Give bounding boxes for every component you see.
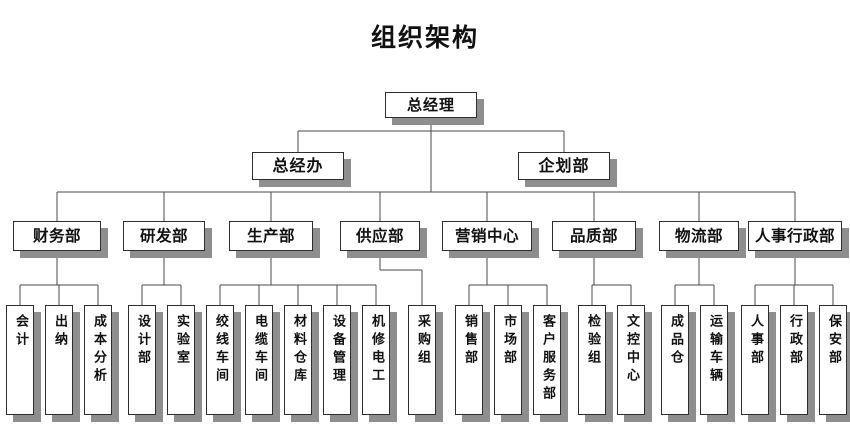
node-label: 绞线车间 — [213, 314, 229, 386]
box-face: 设备管理 — [323, 305, 351, 415]
node-label: 人事行政部 — [754, 225, 835, 245]
node-label: 机修电工 — [369, 314, 385, 386]
box-face: 绞线车间 — [206, 305, 234, 415]
node-label: 总经理 — [406, 95, 455, 114]
box-face: 物流部 — [659, 221, 739, 251]
node-unit-16[interactable]: 成品仓 — [661, 305, 696, 422]
box-face: 行政部 — [780, 305, 808, 415]
node-unit-4[interactable]: 实验室 — [167, 305, 202, 422]
node-unit-0[interactable]: 会计 — [6, 305, 41, 422]
node-department-6[interactable]: 物流部 — [659, 221, 746, 258]
node-label: 供应部 — [355, 225, 404, 245]
box-face: 供应部 — [340, 221, 420, 251]
node-label: 采购组 — [415, 314, 431, 368]
node-unit-11[interactable]: 销售部 — [455, 305, 490, 422]
node-department-4[interactable]: 营销中心 — [442, 221, 539, 258]
box-face: 生产部 — [229, 221, 313, 251]
box-face: 总经办 — [252, 152, 344, 180]
box-face: 市场部 — [494, 305, 522, 415]
node-department-3[interactable]: 供应部 — [340, 221, 427, 258]
box-face: 设计部 — [128, 305, 156, 415]
node-label: 行政部 — [787, 314, 803, 368]
box-face: 保安部 — [819, 305, 847, 415]
box-face: 成品仓 — [661, 305, 689, 415]
node-label: 人事部 — [748, 314, 764, 368]
node-unit-10[interactable]: 采购组 — [408, 305, 443, 422]
box-face: 人事部 — [741, 305, 769, 415]
box-face: 成本分析 — [84, 305, 112, 415]
box-face: 文控中心 — [617, 305, 645, 415]
box-face: 检验组 — [578, 305, 606, 415]
node-unit-2[interactable]: 成本分析 — [84, 305, 119, 422]
node-label: 运输车辆 — [707, 314, 723, 386]
node-unit-18[interactable]: 人事部 — [741, 305, 776, 422]
node-label: 研发部 — [139, 225, 188, 245]
box-face: 材料仓库 — [284, 305, 312, 415]
node-unit-13[interactable]: 客户服务部 — [533, 305, 568, 422]
node-label: 物流部 — [674, 225, 723, 245]
node-label: 材料仓库 — [291, 314, 307, 386]
box-face: 实验室 — [167, 305, 195, 415]
page-title: 组织架构 — [370, 23, 479, 52]
box-face: 研发部 — [123, 221, 205, 251]
node-unit-5[interactable]: 绞线车间 — [206, 305, 241, 422]
node-label: 文控中心 — [624, 314, 640, 386]
node-department-1[interactable]: 研发部 — [123, 221, 212, 258]
node-unit-19[interactable]: 行政部 — [780, 305, 815, 422]
node-label: 品质部 — [569, 225, 618, 245]
node-label: 会计 — [13, 314, 29, 350]
node-label: 客户服务部 — [540, 314, 556, 404]
box-face: 品质部 — [552, 221, 636, 251]
box-face: 电缆车间 — [245, 305, 273, 415]
node-label: 成品仓 — [668, 314, 684, 368]
node-mid-0[interactable]: 总经办 — [252, 152, 351, 187]
node-unit-20[interactable]: 保安部 — [819, 305, 850, 422]
node-label: 检验组 — [585, 314, 601, 368]
node-department-5[interactable]: 品质部 — [552, 221, 643, 258]
box-face: 采购组 — [408, 305, 436, 415]
node-mid-1[interactable]: 企划部 — [518, 152, 617, 187]
node-label: 实验室 — [174, 314, 190, 368]
box-face: 机修电工 — [362, 305, 390, 415]
node-unit-6[interactable]: 电缆车间 — [245, 305, 280, 422]
box-face: 运输车辆 — [700, 305, 728, 415]
node-label: 企划部 — [538, 156, 590, 176]
node-label: 保安部 — [826, 314, 842, 368]
node-unit-8[interactable]: 设备管理 — [323, 305, 358, 422]
node-unit-7[interactable]: 材料仓库 — [284, 305, 319, 422]
node-unit-9[interactable]: 机修电工 — [362, 305, 397, 422]
node-unit-12[interactable]: 市场部 — [494, 305, 529, 422]
node-label: 生产部 — [246, 225, 295, 245]
node-department-2[interactable]: 生产部 — [229, 221, 320, 258]
node-label: 设计部 — [135, 314, 151, 368]
node-label: 设备管理 — [330, 314, 346, 386]
node-unit-15[interactable]: 文控中心 — [617, 305, 652, 422]
node-label: 成本分析 — [91, 314, 107, 386]
node-unit-1[interactable]: 出纳 — [45, 305, 80, 422]
node-label: 财务部 — [32, 225, 81, 245]
node-unit-17[interactable]: 运输车辆 — [700, 305, 735, 422]
box-face: 销售部 — [455, 305, 483, 415]
box-face: 总经理 — [385, 92, 477, 118]
node-label: 市场部 — [501, 314, 517, 368]
box-face: 会计 — [6, 305, 34, 415]
node-general-manager[interactable]: 总经理 — [385, 92, 484, 125]
node-department-0[interactable]: 财务部 — [13, 221, 108, 258]
node-label: 总经办 — [272, 156, 324, 176]
box-face: 人事行政部 — [748, 221, 842, 251]
box-face: 营销中心 — [442, 221, 532, 251]
node-label: 营销中心 — [454, 225, 519, 245]
box-face: 客户服务部 — [533, 305, 561, 415]
node-label: 销售部 — [462, 314, 478, 368]
node-unit-3[interactable]: 设计部 — [128, 305, 163, 422]
node-label: 出纳 — [52, 314, 68, 350]
box-face: 财务部 — [13, 221, 101, 251]
box-face: 企划部 — [518, 152, 610, 180]
node-label: 电缆车间 — [252, 314, 268, 386]
box-face: 出纳 — [45, 305, 73, 415]
node-department-7[interactable]: 人事行政部 — [748, 221, 849, 258]
node-unit-14[interactable]: 检验组 — [578, 305, 613, 422]
